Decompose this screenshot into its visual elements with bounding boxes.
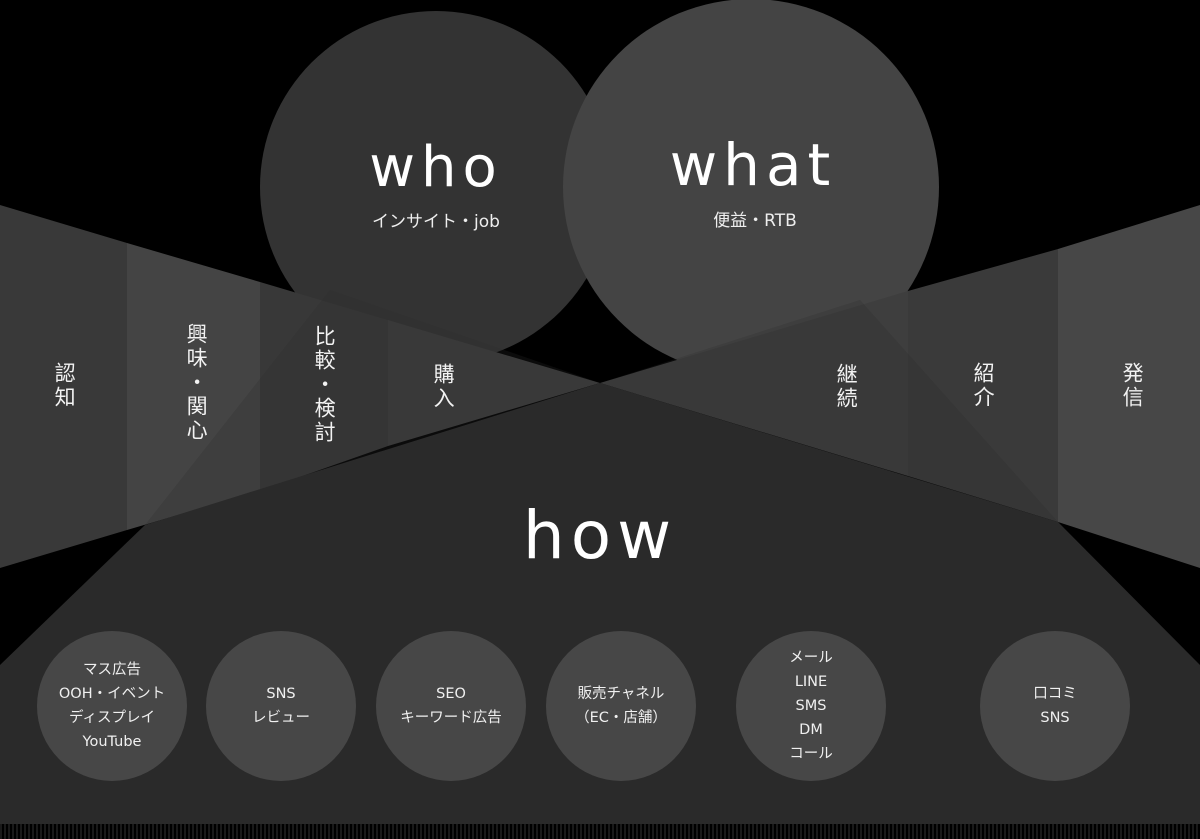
stage-label-referral: 紹介 — [971, 362, 996, 410]
channel-line: コール — [789, 746, 833, 762]
channel-crm: メール LINE SMS DM コール — [736, 631, 886, 781]
who-circle — [260, 11, 612, 363]
channel-line: ディスプレイ — [69, 710, 155, 726]
funnel-segment-purchase — [388, 320, 600, 446]
stage-label-retention: 継続 — [834, 363, 859, 411]
channel-line: SMS — [795, 698, 827, 714]
channel-line: SNS — [266, 686, 296, 702]
who-subtitle: インサイト・job — [372, 212, 500, 232]
stage-label-comparison: 比較・検討 — [312, 325, 337, 445]
channel-line: キーワード広告 — [400, 710, 502, 726]
funnel-segment-comparison — [260, 282, 388, 491]
channel-word-of-mouth: 口コミ SNS — [980, 631, 1130, 781]
stage-label-advocacy: 発信 — [1120, 362, 1145, 410]
channel-line: YouTube — [82, 734, 142, 750]
funnel-segment-interest — [127, 243, 260, 530]
channel-line: OOH・イベント — [58, 686, 166, 702]
channel-line: （EC・店舗） — [575, 710, 667, 726]
funnel-segment-retention — [600, 291, 908, 476]
channel-mass-media: マス広告 OOH・イベント ディスプレイ YouTube — [37, 631, 187, 781]
channel-line: メール — [789, 650, 833, 666]
channel-line: SNS — [1040, 710, 1070, 726]
funnel-segment-referral — [908, 249, 1058, 522]
how-title: how — [522, 497, 678, 574]
channel-seo: SEO キーワード広告 — [376, 631, 526, 781]
funnel-segment-advocacy — [1058, 205, 1200, 568]
what-subtitle: 便益・RTB — [713, 211, 797, 231]
stage-label-interest: 興味・関心 — [184, 323, 209, 443]
channel-line: 販売チャネル — [577, 686, 665, 702]
stage-label-purchase: 購入 — [431, 363, 456, 411]
channel-sns-review: SNS レビュー — [206, 631, 356, 781]
channel-line: SEO — [436, 686, 466, 702]
who-title: who — [369, 135, 503, 200]
channel-line: LINE — [794, 674, 828, 690]
what-circle — [563, 0, 939, 375]
channel-line: DM — [799, 722, 823, 738]
funnel-segment-awareness — [0, 205, 127, 568]
what-title: what — [669, 131, 837, 199]
stage-label-awareness: 認知 — [52, 362, 77, 410]
how-shape-overlay-right — [600, 300, 1058, 522]
channel-line: マス広告 — [83, 662, 141, 678]
channel-line: 口コミ — [1033, 686, 1077, 702]
channel-line: レビュー — [252, 710, 310, 726]
how-shape-overlay-left — [145, 290, 600, 525]
channel-sales: 販売チャネル （EC・店舗） — [546, 631, 696, 781]
bottom-edge — [0, 824, 1200, 839]
